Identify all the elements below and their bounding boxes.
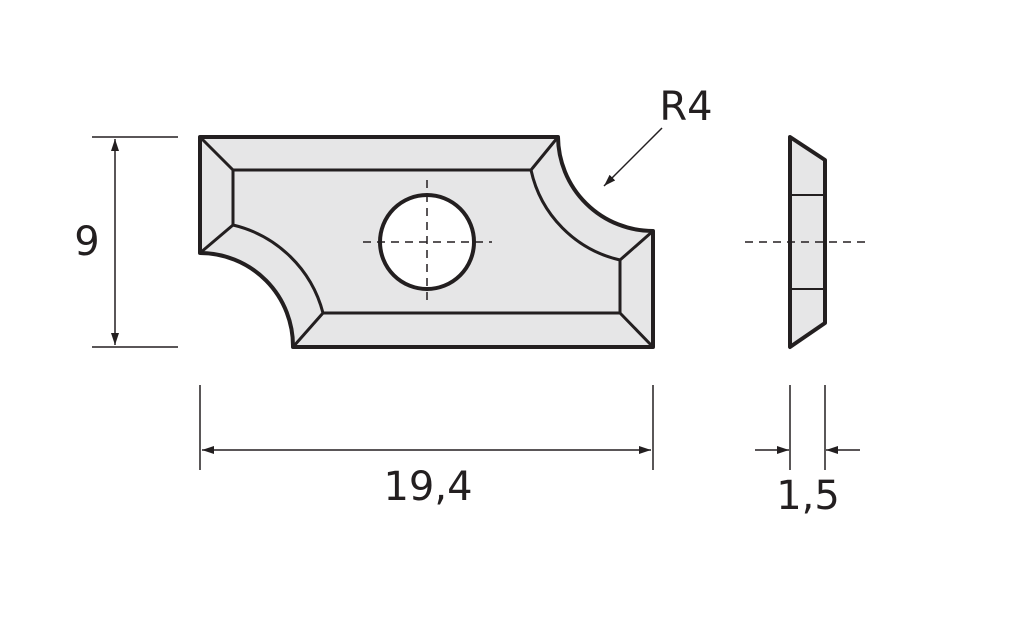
length-label: 19,4 (383, 464, 472, 510)
center-lines (363, 180, 492, 305)
dimension-length (199, 385, 654, 470)
dimension-thickness (755, 385, 860, 470)
radius-leader (603, 127, 663, 187)
height-label: 9 (74, 219, 99, 265)
front-view (198, 135, 655, 349)
radius-label: R4 (659, 84, 712, 130)
dimension-height (92, 136, 178, 348)
thickness-label: 1,5 (776, 473, 840, 519)
side-view (745, 135, 870, 349)
bevel-corner-lines (198, 135, 655, 349)
